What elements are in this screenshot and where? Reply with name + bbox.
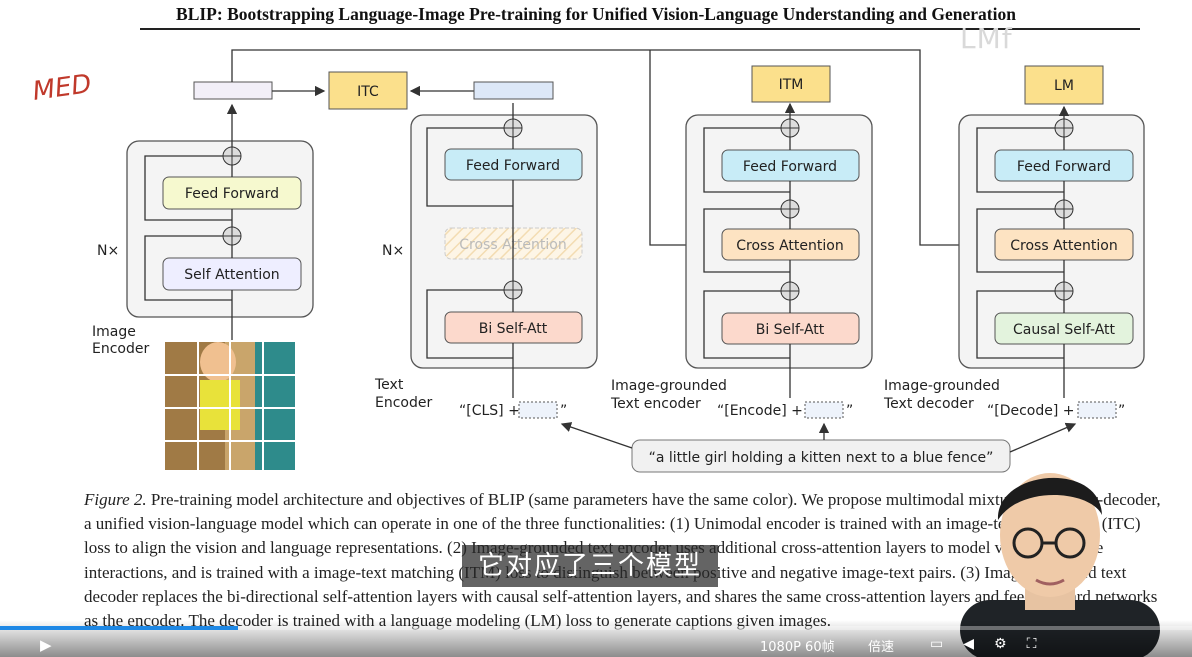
itc-label: ITC <box>357 84 379 100</box>
svg-text:”: ” <box>1118 403 1125 419</box>
itc-box <box>328 71 408 110</box>
image-encoder-label-line2: Encoder <box>92 341 149 357</box>
decode-input-label: “[Decode] + <box>987 403 1075 419</box>
grounded-encoder-cross-attention-label: Cross Attention <box>736 238 843 254</box>
grounded-decoder-feed-forward-label: Feed Forward <box>1017 159 1111 175</box>
play-icon[interactable]: ▶ <box>40 636 52 654</box>
speed-button[interactable]: 倍速 <box>868 640 895 655</box>
quality-button[interactable]: 1080P 60帧 <box>760 640 835 655</box>
architecture-diagram: MED Feed Forward Self Attention N× Image… <box>31 49 1145 473</box>
handwritten-annotation: MED <box>31 69 93 107</box>
video-subtitle: 它对应了三个模型 <box>462 545 719 587</box>
image-encoder-label-line1: Image <box>92 324 136 340</box>
decode-token-box <box>1077 401 1117 419</box>
encode-input-label: “[Encode] + <box>717 403 803 419</box>
lm-box <box>1024 65 1104 105</box>
subtitle-icon[interactable]: ▭ <box>930 636 964 652</box>
title-rule <box>140 28 1140 30</box>
grounded-encoder-feed-forward-label: Feed Forward <box>743 159 837 175</box>
itm-box <box>751 65 831 103</box>
text-feature-bar <box>473 81 554 100</box>
video-progress-fill <box>0 626 239 630</box>
caption-lead: Figure 2. <box>84 490 147 509</box>
input-image <box>165 342 295 470</box>
presenter-video-overlay <box>960 473 1160 657</box>
video-progress-track[interactable] <box>0 626 1192 630</box>
encode-token-box <box>804 401 844 419</box>
text-encoder-nx-label: N× <box>382 243 404 259</box>
image-encoder-nx-label: N× <box>97 243 119 259</box>
image-encoder-block <box>126 140 314 318</box>
grounded-decoder-cross-attention-label: Cross Attention <box>1010 238 1117 254</box>
svg-text:”: ” <box>560 403 567 419</box>
cls-token-box <box>518 401 558 419</box>
page-title: BLIP: Bootstrapping Language-Image Pre-t… <box>176 4 1016 24</box>
settings-icon[interactable]: ⚙ <box>994 636 1027 652</box>
grounded-encoder-bi-self-att-label: Bi Self-Att <box>756 322 825 338</box>
player-icon-row: ▭◀⚙⛶ <box>930 636 1056 652</box>
fullscreen-icon[interactable]: ⛶ <box>1026 636 1057 652</box>
image-feed-forward-label: Feed Forward <box>185 186 279 202</box>
watermark: LMf <box>960 22 1013 55</box>
text-input-label: “a little girl holding a kitten next to … <box>649 450 994 466</box>
image-self-attention-label: Self Attention <box>184 267 279 283</box>
image-feature-bar <box>193 81 273 100</box>
text-feed-forward-label: Feed Forward <box>466 158 560 174</box>
grounded-decoder-causal-self-att-label: Causal Self-Att <box>1013 322 1116 338</box>
svg-text:”: ” <box>846 403 853 419</box>
itm-label: ITM <box>779 77 804 93</box>
lm-label: LM <box>1054 78 1074 94</box>
text-bi-self-att-label: Bi Self-Att <box>479 321 548 337</box>
cls-input-label: “[CLS] + <box>459 403 520 419</box>
volume-icon[interactable]: ◀ <box>963 636 995 652</box>
text-input-box <box>631 439 1011 473</box>
